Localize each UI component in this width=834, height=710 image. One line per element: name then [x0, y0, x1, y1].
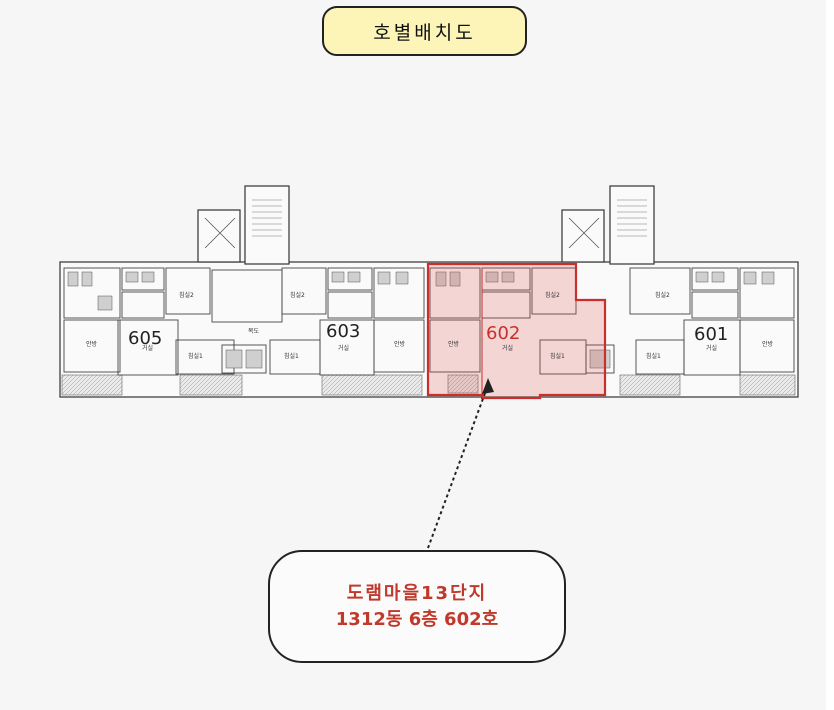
page-edge: [826, 0, 834, 710]
unit-number-601: 601: [694, 324, 728, 345]
interior-walls: [63, 267, 795, 376]
svg-text:침실1: 침실1: [188, 352, 203, 360]
fixtures: [67, 271, 775, 369]
highlight-unit-602: [426, 262, 607, 400]
title-box: 호별배치도: [322, 6, 527, 56]
svg-text:침실2: 침실2: [545, 291, 560, 299]
unit-callout: 도램마을13단지 1312동 6층 602호: [268, 550, 566, 663]
svg-text:침실2: 침실2: [179, 291, 194, 299]
unit-labels: 605 603 602 601: [128, 321, 728, 349]
dashed-arrow: [427, 378, 494, 549]
svg-text:침실1: 침실1: [284, 352, 299, 360]
svg-text:침실1: 침실1: [550, 352, 565, 360]
svg-text:거실: 거실: [142, 344, 153, 352]
callout-unit-address: 1312동 6층 602호: [335, 608, 499, 630]
svg-text:안방: 안방: [762, 340, 774, 348]
stair-core-right: [561, 185, 655, 265]
unit-number-603: 603: [326, 321, 360, 342]
svg-text:침실1: 침실1: [646, 352, 661, 360]
unit-number-602: 602: [486, 323, 520, 344]
svg-text:안방: 안방: [86, 340, 98, 348]
svg-text:복도: 복도: [248, 328, 260, 335]
svg-text:침실2: 침실2: [655, 291, 670, 299]
room-labels: 안방 거실 침실1 침실2 복도 침실2 침실1 거실 안방 안방 거실 침실2…: [86, 291, 774, 360]
stair-core-left: [197, 185, 290, 265]
page-title: 호별배치도: [373, 21, 476, 44]
svg-text:침실2: 침실2: [290, 291, 305, 299]
svg-text:거실: 거실: [502, 344, 513, 352]
unit-number-605: 605: [128, 328, 162, 349]
svg-text:거실: 거실: [706, 344, 717, 352]
svg-text:거실: 거실: [338, 344, 349, 352]
svg-text:안방: 안방: [394, 340, 406, 348]
callout-complex-name: 도램마을13단지: [346, 582, 488, 604]
svg-text:안방: 안방: [448, 340, 460, 348]
